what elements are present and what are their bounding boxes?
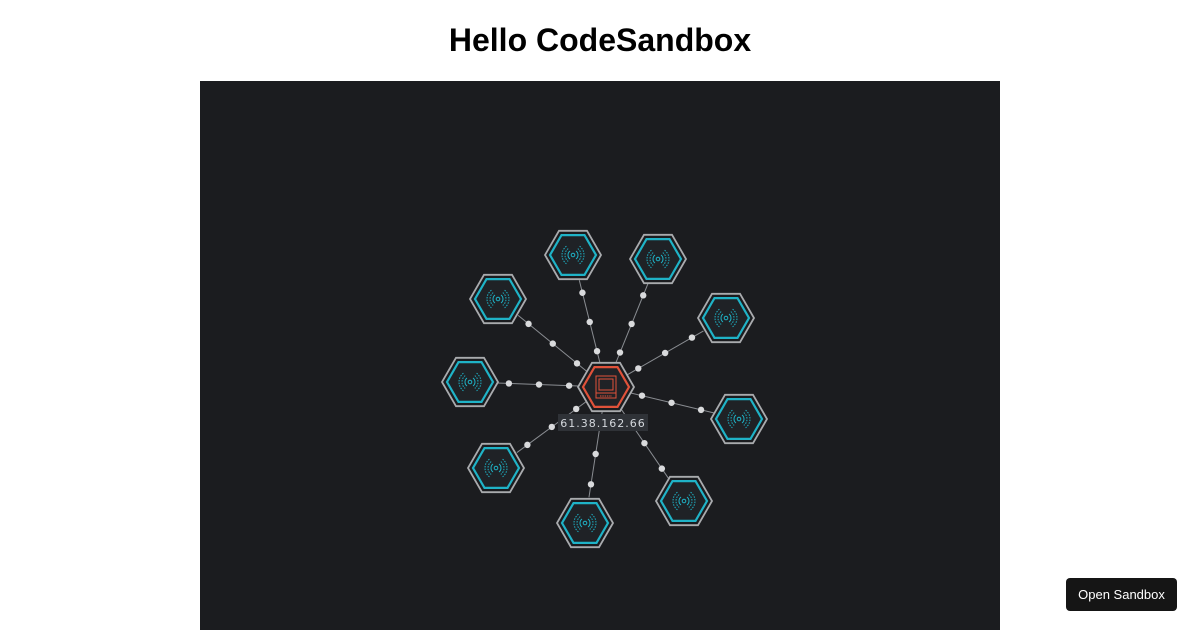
edge-dot: [641, 439, 648, 447]
wireless-signal-icon: [672, 491, 696, 511]
device-node[interactable]: [466, 442, 526, 494]
wireless-signal-icon: [486, 289, 510, 309]
edge-dot: [586, 318, 593, 326]
open-sandbox-button[interactable]: Open Sandbox: [1066, 578, 1177, 611]
edge-dot: [661, 349, 669, 357]
device-node[interactable]: [555, 497, 615, 549]
edge-dot: [579, 289, 586, 296]
edge-dot: [524, 441, 531, 449]
device-node[interactable]: [468, 273, 528, 325]
edge-dot: [658, 465, 666, 472]
edge-dot: [628, 320, 635, 328]
device-node[interactable]: [696, 292, 756, 344]
device-node[interactable]: [709, 393, 769, 445]
wireless-signal-icon: [714, 308, 738, 328]
wireless-signal-icon: [727, 409, 751, 429]
edge-dot: [573, 405, 580, 413]
edge-dot: [587, 481, 595, 488]
edge-dot: [697, 406, 705, 414]
edge-dot: [640, 292, 647, 299]
edge-dot: [668, 399, 675, 406]
device-node[interactable]: [654, 475, 714, 527]
wireless-signal-icon: [561, 245, 585, 265]
svg-text:61.38.162.66: 61.38.162.66: [560, 417, 645, 430]
network-graph[interactable]: 61.38.162.66: [200, 81, 1000, 630]
page-title: Hello CodeSandbox: [448, 22, 752, 58]
wireless-signal-icon: [484, 458, 508, 478]
edge-dot: [505, 380, 513, 387]
device-node[interactable]: [440, 356, 500, 408]
center-node[interactable]: 61.38.162.66: [558, 361, 648, 431]
network-graph-canvas[interactable]: 61.38.162.66: [200, 81, 1000, 630]
edge-dot: [573, 360, 581, 367]
edge-dot: [616, 349, 624, 356]
edge-dot: [688, 334, 696, 341]
graph-edges: [495, 280, 714, 498]
graph-nodes: [440, 229, 769, 549]
edge-dot: [565, 382, 573, 389]
edge-dot: [592, 450, 599, 458]
edge-dot: [638, 392, 646, 399]
edge-dot: [635, 365, 642, 372]
device-node[interactable]: [543, 229, 603, 281]
device-node[interactable]: [628, 233, 688, 285]
computer-icon: [595, 375, 617, 399]
edge-dot: [535, 381, 543, 388]
wireless-signal-icon: [573, 513, 597, 533]
wireless-signal-icon: [458, 372, 482, 392]
edge-dot: [549, 340, 556, 347]
edge-dot: [525, 320, 532, 328]
edge-dot: [593, 347, 601, 355]
ip-address-label: 61.38.162.66: [558, 414, 648, 431]
wireless-signal-icon: [646, 249, 670, 269]
edge-dot: [548, 423, 556, 431]
